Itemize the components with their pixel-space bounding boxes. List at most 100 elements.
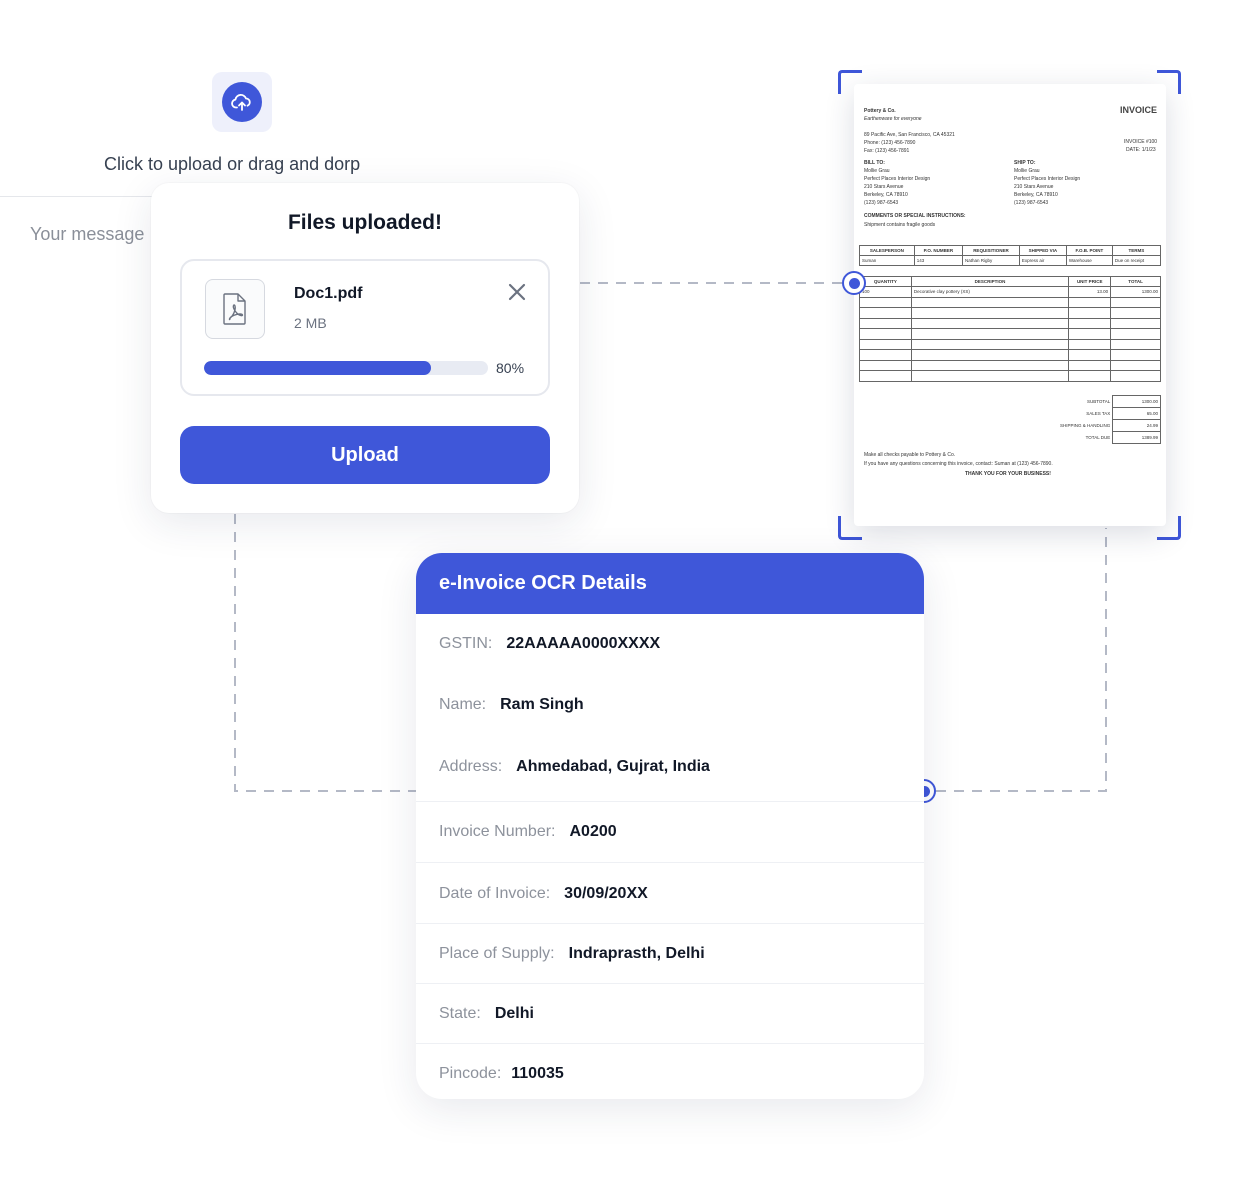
- ocr-field-label: Invoice Number:: [439, 822, 556, 840]
- total-value: 24.99: [1112, 419, 1161, 432]
- upload-progress-bar: [204, 361, 488, 375]
- order-header: TERMS: [1111, 245, 1162, 256]
- order-value: Warehouse: [1065, 255, 1113, 266]
- bill-to-line: Perfect Places Interior Design: [864, 176, 931, 182]
- total-label: TOTAL DUE: [1085, 434, 1111, 440]
- item-cell: 13.00: [1068, 286, 1112, 298]
- ocr-field-name: Name: Ram Singh: [416, 674, 924, 736]
- close-icon[interactable]: [506, 281, 528, 303]
- file-name: Doc1.pdf: [294, 285, 363, 302]
- line-items-table: QUANTITY DESCRIPTION UNIT PRICE TOTAL 10…: [859, 276, 1161, 382]
- item-cell: Decorative clay pottery (XS): [910, 286, 1070, 298]
- ocr-field-state: State: Delhi: [416, 983, 924, 1043]
- order-value: Nathan Rigby: [962, 255, 1020, 266]
- bill-to-line: Mollie Grau: [864, 168, 890, 174]
- ship-to-line: Mollie Grau: [1014, 168, 1040, 174]
- upload-icon-box[interactable]: [212, 72, 272, 132]
- ship-to-label: SHIP TO:: [1014, 160, 1036, 166]
- invoice-footer-line: Make all checks payable to Pottery & Co.: [864, 452, 956, 458]
- ocr-field-value: Indraprasth, Delhi: [568, 944, 705, 962]
- scan-corner-bottom-right: [1157, 516, 1181, 540]
- ocr-field-value: 30/09/20XX: [564, 884, 648, 902]
- ocr-field-pincode: Pincode: 110035: [416, 1043, 924, 1099]
- total-value: 1389.99: [1112, 431, 1161, 444]
- invoice-address-line: Fax: (123) 456-7891: [864, 148, 910, 154]
- invoice-footer-line: If you have any questions concerning thi…: [864, 461, 1053, 467]
- card-title: Files uploaded!: [287, 211, 442, 234]
- ship-to-line: (123) 987-6543: [1014, 200, 1049, 206]
- ocr-field-label: Address:: [439, 758, 503, 775]
- scan-corner-bottom-left: [838, 516, 862, 540]
- item-header: DESCRIPTION: [910, 276, 1070, 287]
- ocr-field-value: Ram Singh: [500, 696, 584, 713]
- invoice-company: Pottery & Co.: [864, 108, 896, 114]
- scan-corner-top-right: [1157, 70, 1181, 94]
- order-header: REQUISITIONER: [962, 245, 1020, 256]
- order-header: SALESPERSON: [859, 245, 915, 256]
- comments-text: Shipment contains fragile goods: [864, 222, 936, 228]
- total-label: SHIPPING & HANDLING: [1060, 422, 1111, 428]
- total-value: 65.00: [1112, 407, 1161, 420]
- order-info-table: SALESPERSON P.O. NUMBER REQUISITIONER SH…: [859, 245, 1162, 266]
- file-item: Doc1.pdf 2 MB 80%: [180, 259, 550, 396]
- order-header: SHIPPED VIA: [1018, 245, 1067, 256]
- ship-to-line: 210 Stars Avenue: [1014, 184, 1054, 190]
- upload-hint-text: Click to upload or drag and dorp: [104, 154, 361, 174]
- upload-dropzone[interactable]: Click to upload or drag and dorp Your me…: [0, 40, 480, 250]
- ocr-field-label: Pincode:: [439, 1064, 502, 1082]
- item-cell: 1300.00: [1110, 286, 1161, 298]
- invoice-number: INVOICE #100: [1124, 139, 1158, 145]
- ocr-field-gstin: GSTIN: 22AAAAA0000XXXX: [416, 614, 924, 674]
- ocr-field-value: Ahmedabad, Gujrat, India: [516, 758, 710, 775]
- progress-percentage: 80%: [496, 360, 525, 376]
- item-header: TOTAL: [1110, 276, 1161, 287]
- ocr-field-value: A0200: [569, 822, 617, 840]
- total-value: 1300.00: [1112, 395, 1161, 408]
- ocr-field-invoice-date: Date of Invoice: 30/09/20XX: [416, 862, 924, 924]
- ocr-field-address: Address: Ahmedabad, Gujrat, India: [416, 736, 924, 798]
- order-header: P.O. NUMBER: [913, 245, 964, 256]
- connector-dot-invoice: [842, 271, 866, 295]
- divider: [0, 196, 170, 197]
- ocr-field-value: 110035: [511, 1064, 564, 1082]
- ocr-details-card: e-Invoice OCR Details GSTIN: 22AAAAA0000…: [416, 553, 924, 1099]
- invoice-heading: INVOICE: [1120, 105, 1158, 115]
- ship-to-line: Perfect Places Interior Design: [1014, 176, 1081, 182]
- invoice-date: DATE: 1/1/23: [1126, 147, 1156, 153]
- ocr-card-title: e-Invoice OCR Details: [416, 553, 924, 614]
- total-label: SALES TAX: [1086, 410, 1111, 416]
- totals-table: SUBTOTAL 1300.00 SALES TAX 65.00 SHIPPIN…: [1040, 395, 1161, 444]
- pdf-file-icon: [205, 279, 265, 339]
- invoice-tagline: Earthenware for everyone: [864, 116, 922, 122]
- ocr-field-label: Place of Supply:: [439, 944, 555, 962]
- upload-progress-fill: [204, 361, 432, 375]
- message-placeholder[interactable]: Your message: [30, 224, 145, 244]
- order-value: Express air: [1018, 255, 1067, 266]
- total-label: SUBTOTAL: [1086, 398, 1111, 404]
- upload-button[interactable]: Upload: [180, 426, 550, 484]
- ocr-field-invoice-number: Invoice Number: A0200: [416, 801, 924, 861]
- ocr-field-label: State:: [439, 1004, 481, 1022]
- item-header: QUANTITY: [859, 276, 912, 287]
- order-value: Due on receipt: [1111, 255, 1162, 266]
- cloud-upload-icon: [222, 82, 262, 122]
- ocr-field-value: 22AAAAA0000XXXX: [506, 635, 661, 652]
- order-value: 143: [913, 255, 964, 266]
- bill-to-line: Berkeley, CA 78910: [864, 192, 908, 198]
- file-size: 2 MB: [294, 315, 327, 331]
- invoice-thanks: THANK YOU FOR YOUR BUSINESS!: [965, 471, 1051, 477]
- bill-to-line: (123) 987-6543: [864, 200, 899, 206]
- ocr-field-place-of-supply: Place of Supply: Indraprasth, Delhi: [416, 923, 924, 983]
- scan-corner-top-left: [838, 70, 862, 94]
- bill-to-line: 210 Stars Avenue: [864, 184, 904, 190]
- order-value: Suman: [859, 255, 915, 266]
- ship-to-line: Berkeley, CA 78910: [1014, 192, 1058, 198]
- files-uploaded-card: Files uploaded! Doc1.pdf 2 MB 80% Upload: [151, 183, 579, 513]
- item-cell: 100: [859, 286, 912, 298]
- item-header: UNIT PRICE: [1068, 276, 1112, 287]
- invoice-document-preview: Pottery & Co. Earthenware for everyone I…: [854, 84, 1166, 526]
- ocr-field-label: GSTIN:: [439, 635, 493, 652]
- bill-to-label: BILL TO:: [864, 160, 885, 166]
- ocr-field-label: Name:: [439, 696, 487, 713]
- ocr-field-value: Delhi: [494, 1004, 534, 1022]
